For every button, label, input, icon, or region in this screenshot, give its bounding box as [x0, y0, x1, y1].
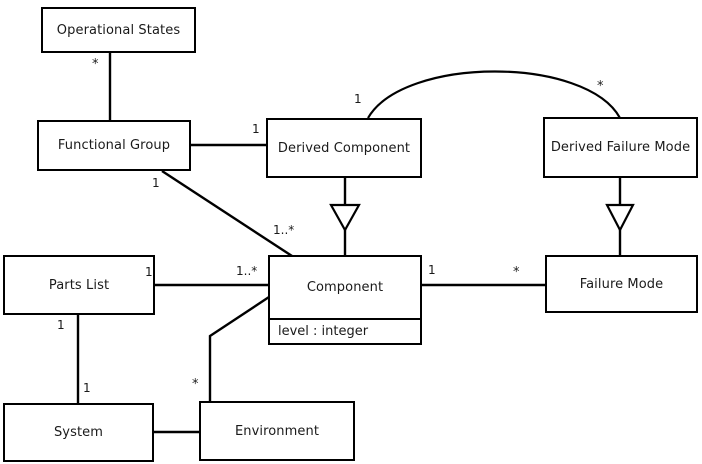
class-box-system[interactable]: System — [3, 403, 154, 462]
multiplicity-parts-list-right: 1 — [145, 265, 153, 279]
multiplicity-derived-component-arc: 1 — [354, 92, 362, 106]
multiplicity-failure-mode-from-component: * — [513, 265, 520, 280]
class-name-parts-list: Parts List — [48, 277, 110, 293]
class-name-derived-component: Derived Component — [277, 140, 411, 156]
class-box-component[interactable]: Component level : integer — [268, 255, 422, 345]
class-box-environment[interactable]: Environment — [199, 401, 355, 461]
generalization-triangle-derived-component — [329, 203, 361, 233]
class-name-operational-states: Operational States — [56, 22, 181, 38]
edge-environment-component — [208, 295, 270, 402]
class-box-functional-group[interactable]: Functional Group — [37, 120, 191, 171]
multiplicity-component-from-functional-group: 1..* — [273, 223, 295, 237]
multiplicity-parts-list-to-system-top: 1 — [57, 318, 65, 332]
class-box-failure-mode[interactable]: Failure Mode — [545, 255, 698, 313]
class-name-failure-mode: Failure Mode — [579, 276, 664, 292]
multiplicity-component-from-parts-list: 1..* — [236, 264, 258, 278]
multiplicity-derived-failure-mode-arc: * — [597, 79, 604, 94]
multiplicity-operational-states-functional-group: * — [92, 57, 99, 72]
generalization-triangle-derived-failure-mode — [605, 203, 635, 233]
multiplicity-environment-to-component: * — [192, 377, 199, 392]
class-name-environment: Environment — [234, 423, 320, 439]
multiplicity-parts-list-to-system-bottom: 1 — [83, 381, 91, 395]
class-box-parts-list[interactable]: Parts List — [3, 255, 155, 315]
class-box-derived-failure-mode[interactable]: Derived Failure Mode — [543, 117, 698, 178]
class-name-system: System — [53, 425, 104, 440]
multiplicity-component-to-failure-mode: 1 — [428, 263, 436, 277]
edge-derived-component-derived-failure-mode-arc — [367, 70, 621, 119]
class-box-derived-component[interactable]: Derived Component — [266, 118, 422, 178]
class-name-derived-failure-mode: Derived Failure Mode — [550, 140, 691, 155]
edge-functional-group-component — [161, 169, 293, 258]
multiplicity-functional-group-derived-component: 1 — [252, 122, 260, 136]
class-box-operational-states[interactable]: Operational States — [41, 7, 196, 53]
class-attribute-component-level: level : integer — [270, 318, 420, 343]
class-name-component: Component — [306, 280, 384, 295]
multiplicity-functional-group-component: 1 — [152, 176, 160, 190]
class-name-functional-group: Functional Group — [57, 138, 171, 153]
